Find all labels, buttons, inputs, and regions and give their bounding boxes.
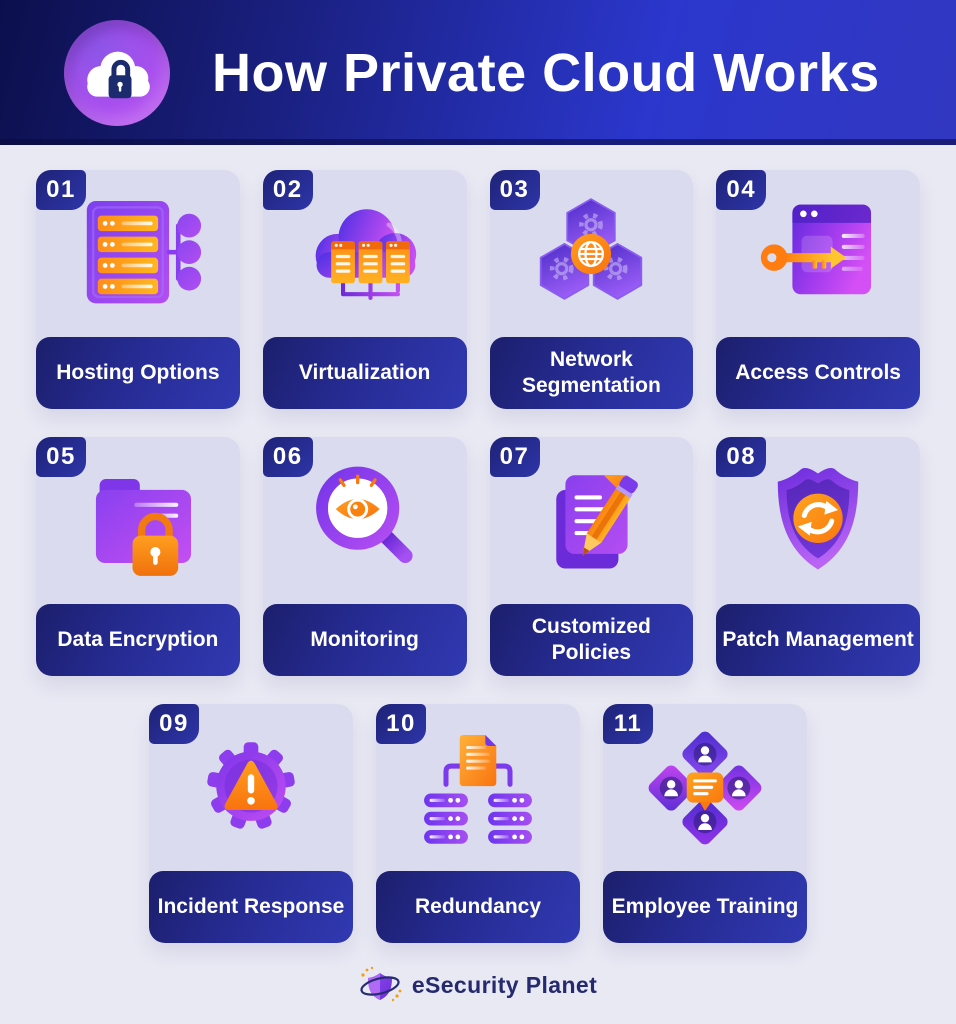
folder-lock-icon [36, 437, 240, 604]
brand-name: eSecurity Planet [411, 971, 598, 998]
cloud-lock-icon [64, 19, 170, 126]
document-servers-icon [376, 704, 580, 871]
card-number-badge: 11 [603, 704, 653, 744]
card-label: Virtualization [262, 337, 467, 409]
card-label: Customized Policies [489, 604, 694, 676]
card-number-badge: 06 [262, 437, 313, 477]
card-grid: 01 [0, 145, 956, 676]
card-label: Redundancy [376, 871, 580, 943]
card-incident-response: 09 [149, 704, 353, 943]
footer-brand: eSecurity Planet [0, 965, 956, 1005]
card-label: Network Segmentation [489, 337, 694, 409]
card-number-badge: 04 [716, 170, 767, 210]
gear-warning-icon [149, 704, 353, 871]
magnifier-eye-icon [263, 437, 467, 604]
server-network-icon [36, 170, 240, 337]
card-number-badge: 07 [489, 437, 540, 477]
card-number-badge: 08 [716, 437, 767, 477]
card-label: Data Encryption [36, 604, 240, 676]
card-customized-policies: 07 [489, 437, 694, 676]
card-access-controls: 04 [716, 170, 920, 409]
card-number-badge: 02 [262, 170, 313, 210]
card-number-badge: 05 [36, 437, 86, 477]
key-window-icon [716, 170, 920, 337]
people-chat-icon [603, 704, 807, 871]
card-number-badge: 03 [489, 170, 540, 210]
hexagon-gears-globe-icon [490, 170, 694, 337]
card-redundancy: 10 [376, 704, 580, 943]
page-title: How Private Cloud Works [212, 42, 880, 103]
document-pencil-icon [490, 437, 694, 604]
card-label: Monitoring [262, 604, 467, 676]
shield-sync-icon [716, 437, 920, 604]
cloud-servers-icon [263, 170, 467, 337]
card-number-badge: 09 [149, 704, 199, 744]
card-label: Incident Response [149, 871, 353, 943]
card-hosting-options: 01 [36, 170, 240, 409]
shield-orbit-icon [359, 965, 403, 1005]
card-label: Hosting Options [36, 337, 240, 409]
card-network-segmentation: 03 [489, 170, 694, 409]
card-label: Access Controls [716, 337, 920, 409]
card-virtualization: 02 [262, 170, 467, 409]
card-label: Patch Management [716, 604, 920, 676]
card-number-badge: 01 [36, 170, 86, 210]
card-number-badge: 10 [376, 704, 426, 744]
card-label: Employee Training [603, 871, 807, 943]
card-patch-management: 08 Patch Management [716, 437, 920, 676]
card-employee-training: 11 [603, 704, 807, 943]
card-data-encryption: 05 Data Encryption [36, 437, 240, 676]
card-row-bottom: 09 [0, 704, 956, 943]
card-monitoring: 06 Monitoring [262, 437, 467, 676]
header-banner: How Private Cloud Works [0, 0, 956, 145]
